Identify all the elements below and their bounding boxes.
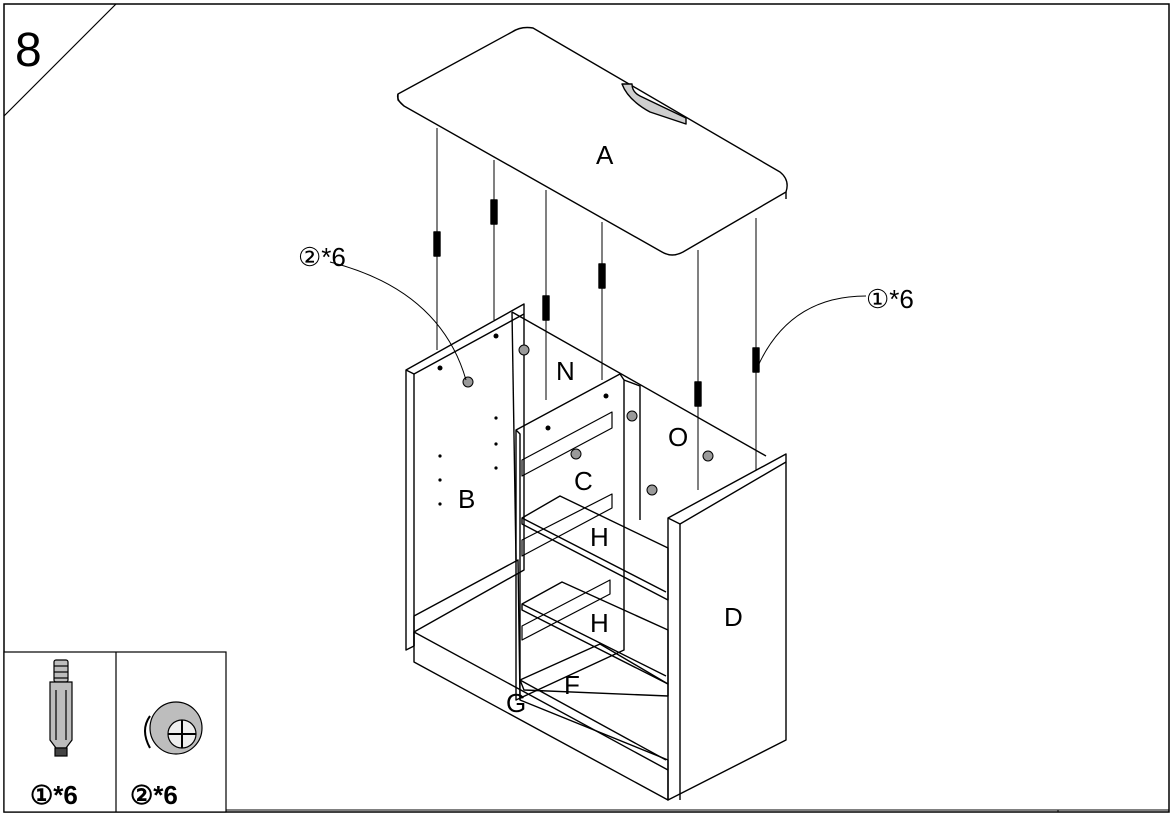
- assembly-drawing: [329, 26, 867, 801]
- panel-d-top-edge: [667, 461, 787, 525]
- legend-cam-bolt-label: ①*6: [30, 780, 78, 810]
- panel-g-front: [413, 631, 669, 771]
- cam-locks: [462, 344, 714, 496]
- panel-c-divider: [515, 373, 625, 701]
- page-border: [3, 3, 1170, 813]
- callout-cam-lock-label: ②*6: [298, 242, 346, 272]
- label-o: O: [668, 422, 688, 452]
- panel-a-cutout: [621, 83, 687, 125]
- panel-b-top-edge: [405, 313, 525, 375]
- shelf-pin-holes: [437, 333, 609, 506]
- panel-n-back: [511, 311, 767, 457]
- panel-a-edge: [397, 94, 405, 107]
- cam-bolts: [433, 199, 760, 407]
- cam-bolt-icon: [49, 659, 73, 757]
- label-a: A: [596, 140, 614, 170]
- label-d: D: [724, 602, 743, 632]
- callout-leader-cam-bolt: [757, 295, 867, 367]
- panel-g-base: [413, 559, 669, 801]
- panel-c-front: [515, 429, 521, 700]
- panel-o: [623, 379, 641, 520]
- callout-leader-cam-lock: [329, 261, 467, 381]
- panel-b-side: [405, 303, 525, 651]
- step-number-divider: [3, 3, 117, 117]
- label-c: C: [574, 466, 593, 496]
- panel-f-edge: [519, 679, 667, 761]
- drawer-runners: [521, 411, 613, 641]
- panel-h-lower-edge: [521, 603, 667, 677]
- label-b: B: [458, 484, 475, 514]
- step-number: 8: [15, 24, 42, 77]
- cam-lock-icon: [144, 701, 203, 755]
- legend-cam-lock-label: ②*6: [130, 780, 178, 810]
- label-g: G: [506, 688, 526, 718]
- label-f: F: [564, 670, 580, 700]
- parts-legend: ①*6 ②*6: [3, 651, 227, 813]
- panel-a-top: [396, 26, 788, 256]
- panel-h-upper-edge: [521, 517, 667, 593]
- panel-d-side: [667, 453, 787, 801]
- label-h-lower: H: [590, 608, 609, 638]
- callout-cam-bolt-label: ①*6: [866, 284, 914, 314]
- panel-labels: A B C D F G H H N O: [458, 140, 743, 718]
- label-h-upper: H: [590, 522, 609, 552]
- label-n: N: [556, 356, 575, 386]
